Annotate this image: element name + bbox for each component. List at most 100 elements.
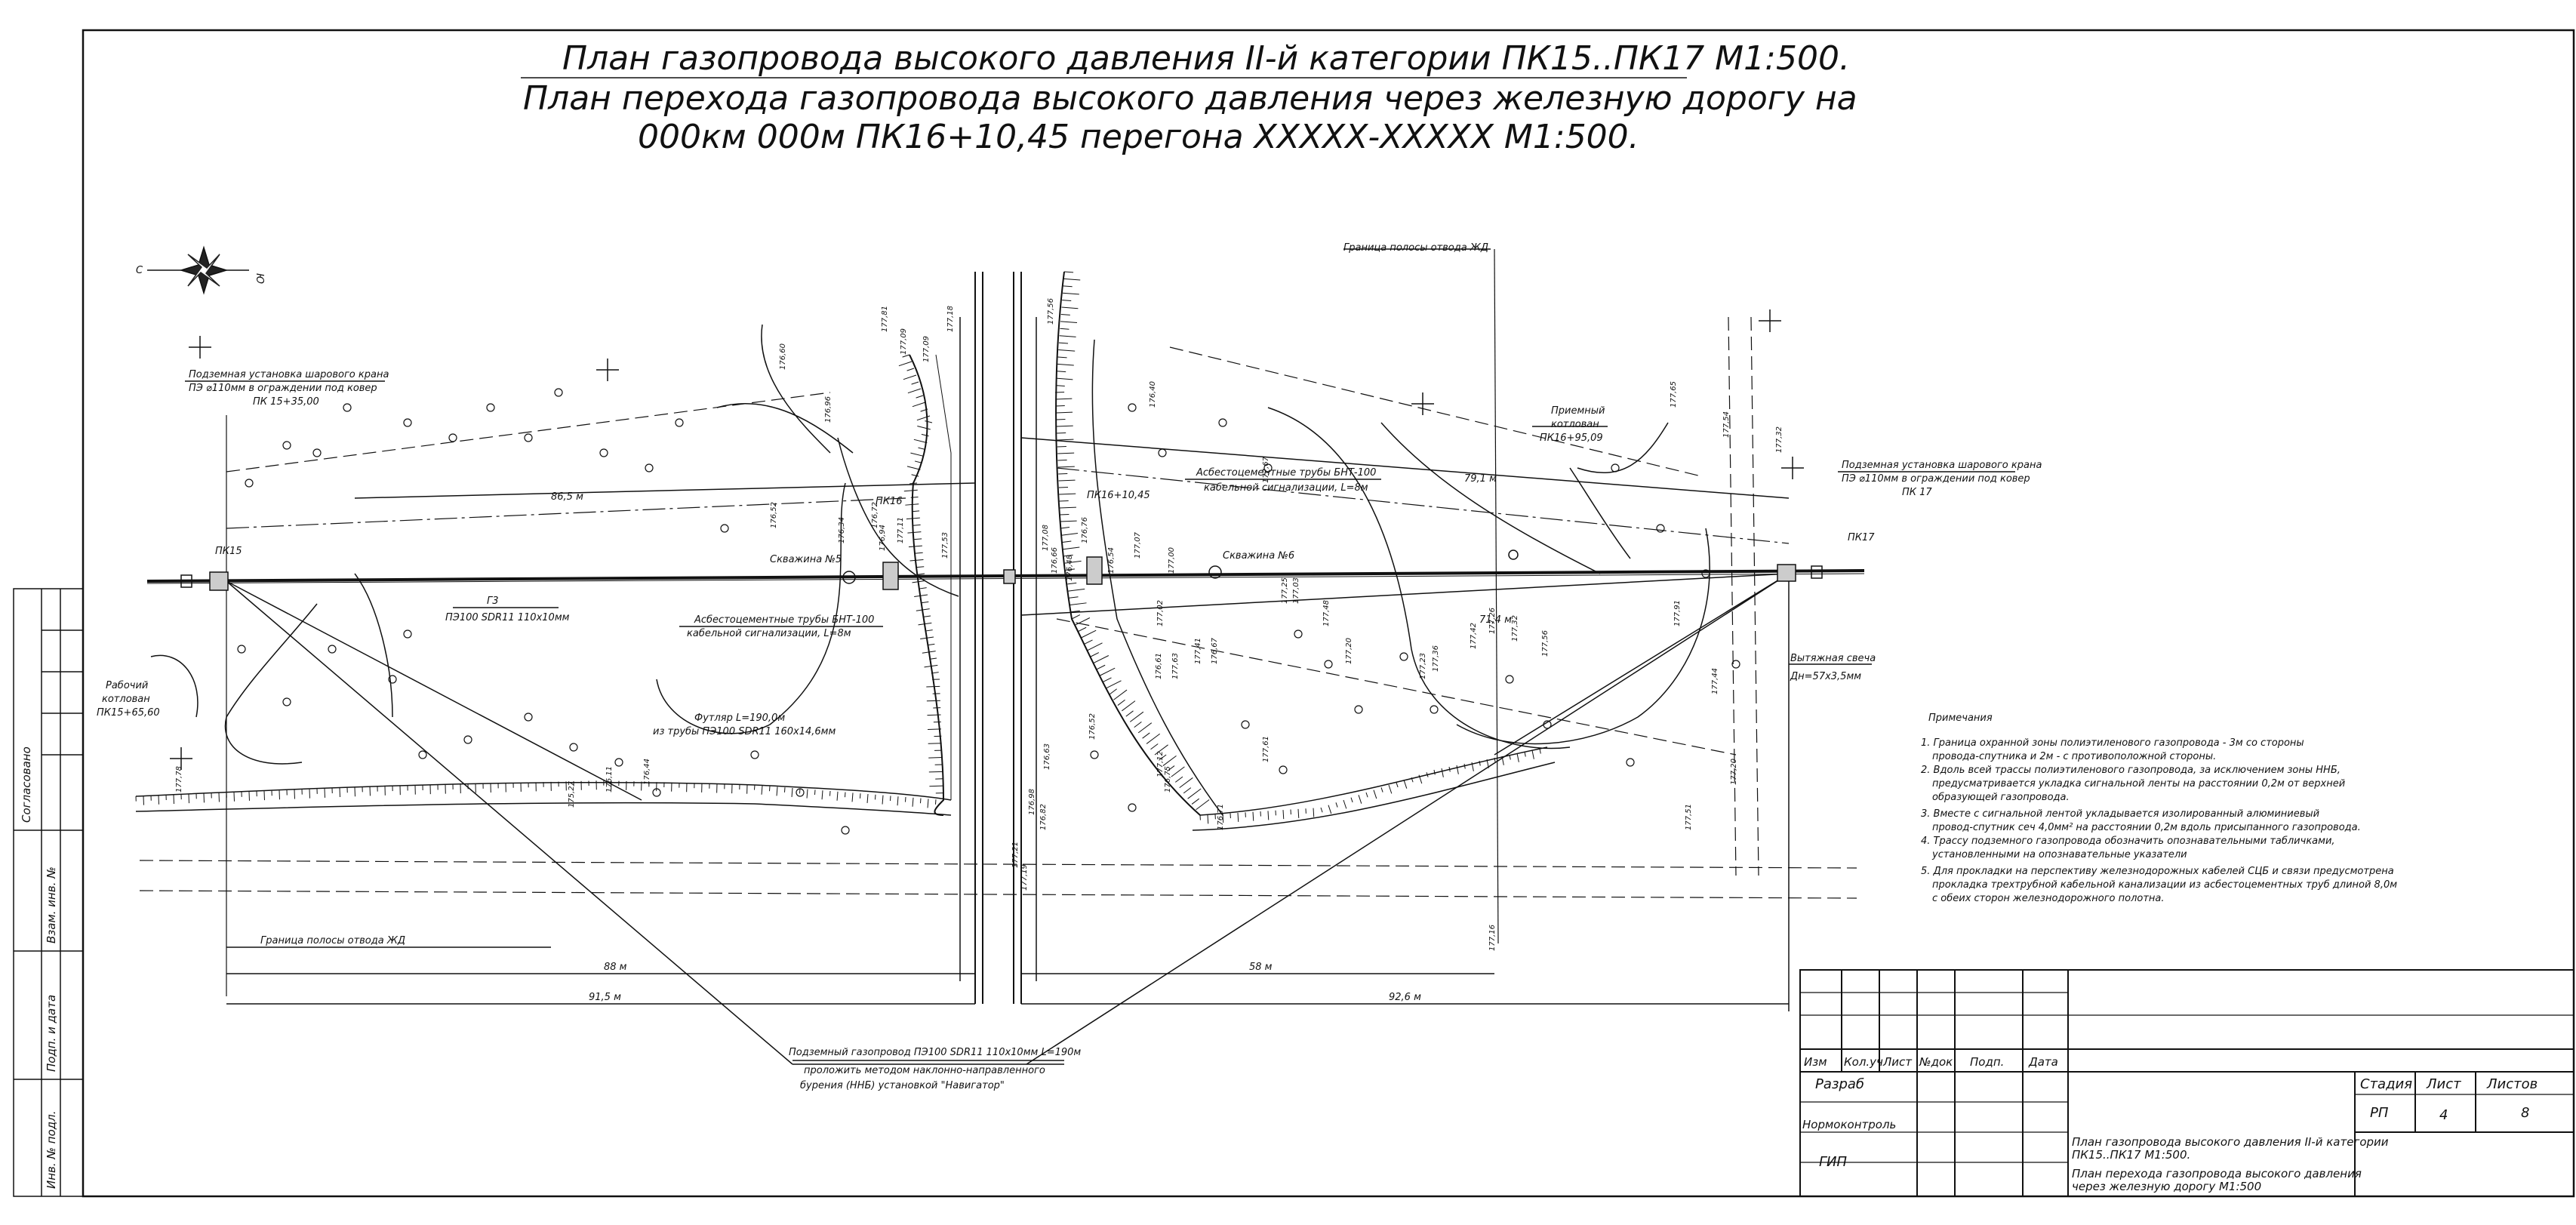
tb-sheet: 4	[2439, 1107, 2448, 1123]
label-bore-1: Подземный газопровод ПЭ100 SDR11 110х10м…	[789, 1047, 1081, 1058]
slope-hatching	[135, 271, 1541, 824]
survey-point	[1128, 403, 1137, 412]
hatch-tick	[929, 657, 937, 660]
elevation-label: 176,94	[879, 525, 887, 551]
elevation-label: 177,20	[1345, 638, 1353, 664]
hatch-tick	[1059, 335, 1076, 337]
survey-point	[652, 788, 661, 797]
hatch-tick	[1171, 766, 1185, 777]
side-stamp	[13, 588, 84, 1197]
elevation-label: 177,19	[1020, 864, 1029, 891]
survey-point	[1731, 660, 1740, 669]
hatch-tick	[753, 784, 756, 790]
survey-point	[282, 697, 291, 706]
hatch-tick	[1350, 797, 1353, 803]
tb-col-sign: Подп.	[1970, 1055, 2004, 1069]
hatch-tick	[1320, 807, 1323, 813]
hatch-tick	[911, 381, 919, 385]
note-line: провода-спутника и 2м - с противоположно…	[1932, 751, 2216, 762]
hatch-tick	[1060, 527, 1070, 529]
elevation-label: 176,48	[1066, 555, 1074, 581]
hatch-tick	[1069, 602, 1087, 606]
survey-point	[448, 433, 457, 442]
hatch-tick	[1057, 466, 1075, 468]
hatch-tick	[1057, 363, 1074, 366]
hatch-tick	[922, 651, 936, 654]
hatch-tick	[836, 791, 839, 801]
survey-point	[486, 403, 495, 412]
elevation-label: 177,18	[946, 306, 955, 332]
hatch-tick	[1267, 811, 1270, 820]
label-well-5: Скважина №5	[770, 554, 842, 565]
label-dist-88: 88 м	[604, 962, 627, 973]
label-dist-791: 79,1 м	[1464, 473, 1497, 485]
hatch-tick	[1433, 769, 1436, 775]
elevation-label: 177,54	[1722, 411, 1731, 438]
label-valve-right-3: ПК 17	[1902, 487, 1932, 498]
survey-point	[796, 788, 805, 797]
elevation-label: 176,52	[1088, 713, 1097, 740]
elevation-label: 177,25	[1281, 577, 1289, 604]
hatch-tick	[1479, 760, 1481, 766]
hatch-tick	[1057, 439, 1074, 441]
survey-point	[1354, 705, 1363, 714]
elevation-label: 177,32	[1775, 426, 1784, 453]
survey-point	[1218, 418, 1227, 427]
note-line: 1. Граница охранной зоны полиэтиленового…	[1921, 737, 2304, 749]
hatch-tick	[1150, 743, 1159, 750]
hatch-tick	[1061, 306, 1079, 309]
hatch-tick	[916, 566, 925, 568]
hatch-tick	[920, 636, 934, 640]
hatch-tick	[902, 354, 910, 358]
elevation-label: 177,44	[1711, 668, 1719, 694]
label-case-2: из трубы ПЭ100 SDR11 160х14,6мм	[653, 726, 836, 737]
hatch-tick	[1142, 732, 1150, 739]
label-valve-left-3: ПК 15+35,00	[253, 396, 319, 408]
hatch-tick	[928, 757, 943, 759]
tb-sheets-header: Листов	[2486, 1076, 2538, 1092]
hatch-tick	[915, 552, 923, 554]
survey-point	[237, 645, 246, 654]
tb-desc-1: План газопровода высокого давления II-й …	[2072, 1135, 2389, 1149]
hatch-tick	[1187, 788, 1202, 799]
survey-point	[841, 826, 850, 835]
elevation-label: 177,53	[941, 532, 949, 559]
hatch-tick	[919, 587, 927, 589]
hatch-tick	[1411, 777, 1414, 783]
tb-row-gip: ГИП	[1819, 1154, 1847, 1170]
elevation-label: 176,40	[1149, 381, 1157, 408]
hatch-tick	[1396, 782, 1399, 788]
stamp-inv-orig: Инв. № подл.	[45, 1111, 58, 1189]
label-pk17: ПК17	[1848, 532, 1875, 543]
hatch-tick	[1174, 776, 1183, 783]
elevation-label: 177,63	[1171, 653, 1180, 679]
hatch-tick	[911, 474, 919, 477]
survey-point	[1279, 765, 1288, 774]
compass-left-letter: С	[136, 265, 143, 276]
label-border-top: Граница полосы отвода ЖД	[1343, 242, 1488, 254]
hatch-tick	[925, 629, 933, 632]
survey-point	[1701, 569, 1710, 578]
elevation-label: 177,56	[1541, 630, 1550, 657]
tb-col-izm: Изм	[1804, 1055, 1827, 1069]
hatch-tick	[921, 433, 929, 437]
elevation-label: 176,34	[838, 517, 846, 543]
elevation-label: 177,00	[1168, 547, 1176, 574]
elevation-label: 177,23	[1419, 653, 1427, 679]
label-g3-pipe: ПЭ100 SDR11 110х10мм	[445, 612, 570, 623]
survey-crosses	[170, 309, 1804, 770]
elevation-label: 177,67	[1262, 456, 1270, 483]
elevation-label: 177,21	[1011, 842, 1020, 868]
hatch-tick	[1081, 629, 1097, 639]
elevation-label: 177,32	[1511, 615, 1519, 642]
dimension-lines	[226, 437, 1790, 1011]
elevation-label: 177,78	[175, 766, 183, 793]
hatch-tick	[1109, 688, 1117, 695]
label-valve-left-1: Подземная установка шарового крана	[189, 369, 389, 380]
label-pit-recv-3: ПК16+95,09	[1540, 432, 1603, 444]
hatch-tick	[1062, 540, 1072, 543]
hatch-tick	[1068, 588, 1085, 592]
survey-point	[418, 750, 427, 759]
label-asb-right-1: Асбестоцементные трубы БНТ-100	[1196, 467, 1376, 479]
survey-point	[1090, 750, 1099, 759]
